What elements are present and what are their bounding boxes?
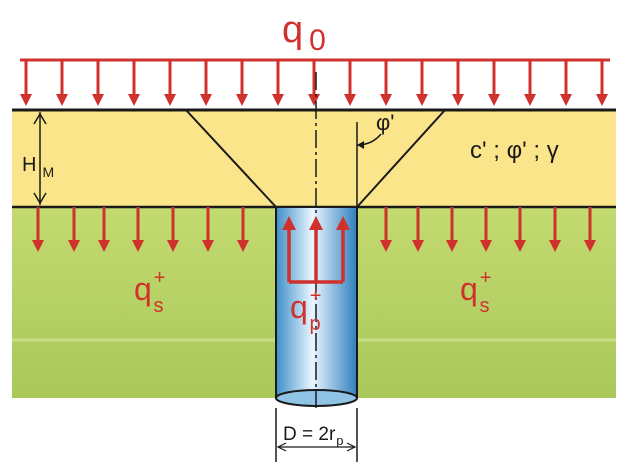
q0-arrow-head bbox=[560, 94, 572, 106]
qs-right-label: q+s bbox=[460, 267, 491, 317]
diameter-label: D = 2rp bbox=[283, 424, 344, 448]
qs-right-arrow-head bbox=[412, 240, 424, 252]
q0-arrow-head bbox=[20, 94, 32, 106]
soil-parameters-label: c' ; φ' ; γ bbox=[470, 137, 559, 164]
qs-left-label: q+s bbox=[134, 267, 165, 317]
qs-right-arrow-head bbox=[446, 240, 458, 252]
q0-arrow-head bbox=[344, 94, 356, 106]
phi-angle-label: φ' bbox=[376, 110, 394, 135]
qs-left-arrow-head bbox=[202, 240, 214, 252]
qp-arrows bbox=[282, 216, 350, 284]
qs-left-arrow-head bbox=[237, 240, 249, 252]
qs-right-arrows bbox=[380, 207, 596, 252]
q0-arrow-head bbox=[596, 94, 608, 106]
q0-arrow-head bbox=[524, 94, 536, 106]
qs-left-arrow-head bbox=[68, 240, 80, 252]
diameter-dimension bbox=[275, 408, 358, 462]
q0-arrow-head bbox=[308, 94, 320, 106]
qs-right-arrow-head bbox=[480, 240, 492, 252]
qs-left-arrow-head bbox=[167, 240, 179, 252]
q0-arrow-head bbox=[164, 94, 176, 106]
qs-right-arrow-head bbox=[549, 240, 561, 252]
q0-arrow-head bbox=[272, 94, 284, 106]
top-soil-layer bbox=[12, 110, 616, 207]
q0-load-arrows bbox=[20, 60, 608, 106]
qs-left-arrow-head bbox=[98, 240, 110, 252]
q0-arrow-head bbox=[128, 94, 140, 106]
q0-arrow-head bbox=[416, 94, 428, 106]
q0-arrow-head bbox=[380, 94, 392, 106]
q0-arrow-head bbox=[452, 94, 464, 106]
hm-dimension bbox=[33, 112, 47, 205]
cone-right-line bbox=[356, 109, 446, 208]
q0-arrow-head bbox=[200, 94, 212, 106]
qp-label: q+p bbox=[290, 285, 321, 335]
qs-right-arrow-head bbox=[380, 240, 392, 252]
q0-arrow-head bbox=[56, 94, 68, 106]
qs-left-arrows bbox=[32, 207, 249, 252]
qs-left-arrow-head bbox=[132, 240, 144, 252]
q0-arrow-head bbox=[488, 94, 500, 106]
qs-left-arrow-head bbox=[32, 240, 44, 252]
phi-arc-arrowhead bbox=[357, 141, 364, 149]
cone-left-line bbox=[185, 109, 277, 208]
qs-right-arrow-head bbox=[584, 240, 596, 252]
qs-right-arrow-head bbox=[514, 240, 526, 252]
q0-arrow-head bbox=[236, 94, 248, 106]
q0-arrow-head bbox=[92, 94, 104, 106]
